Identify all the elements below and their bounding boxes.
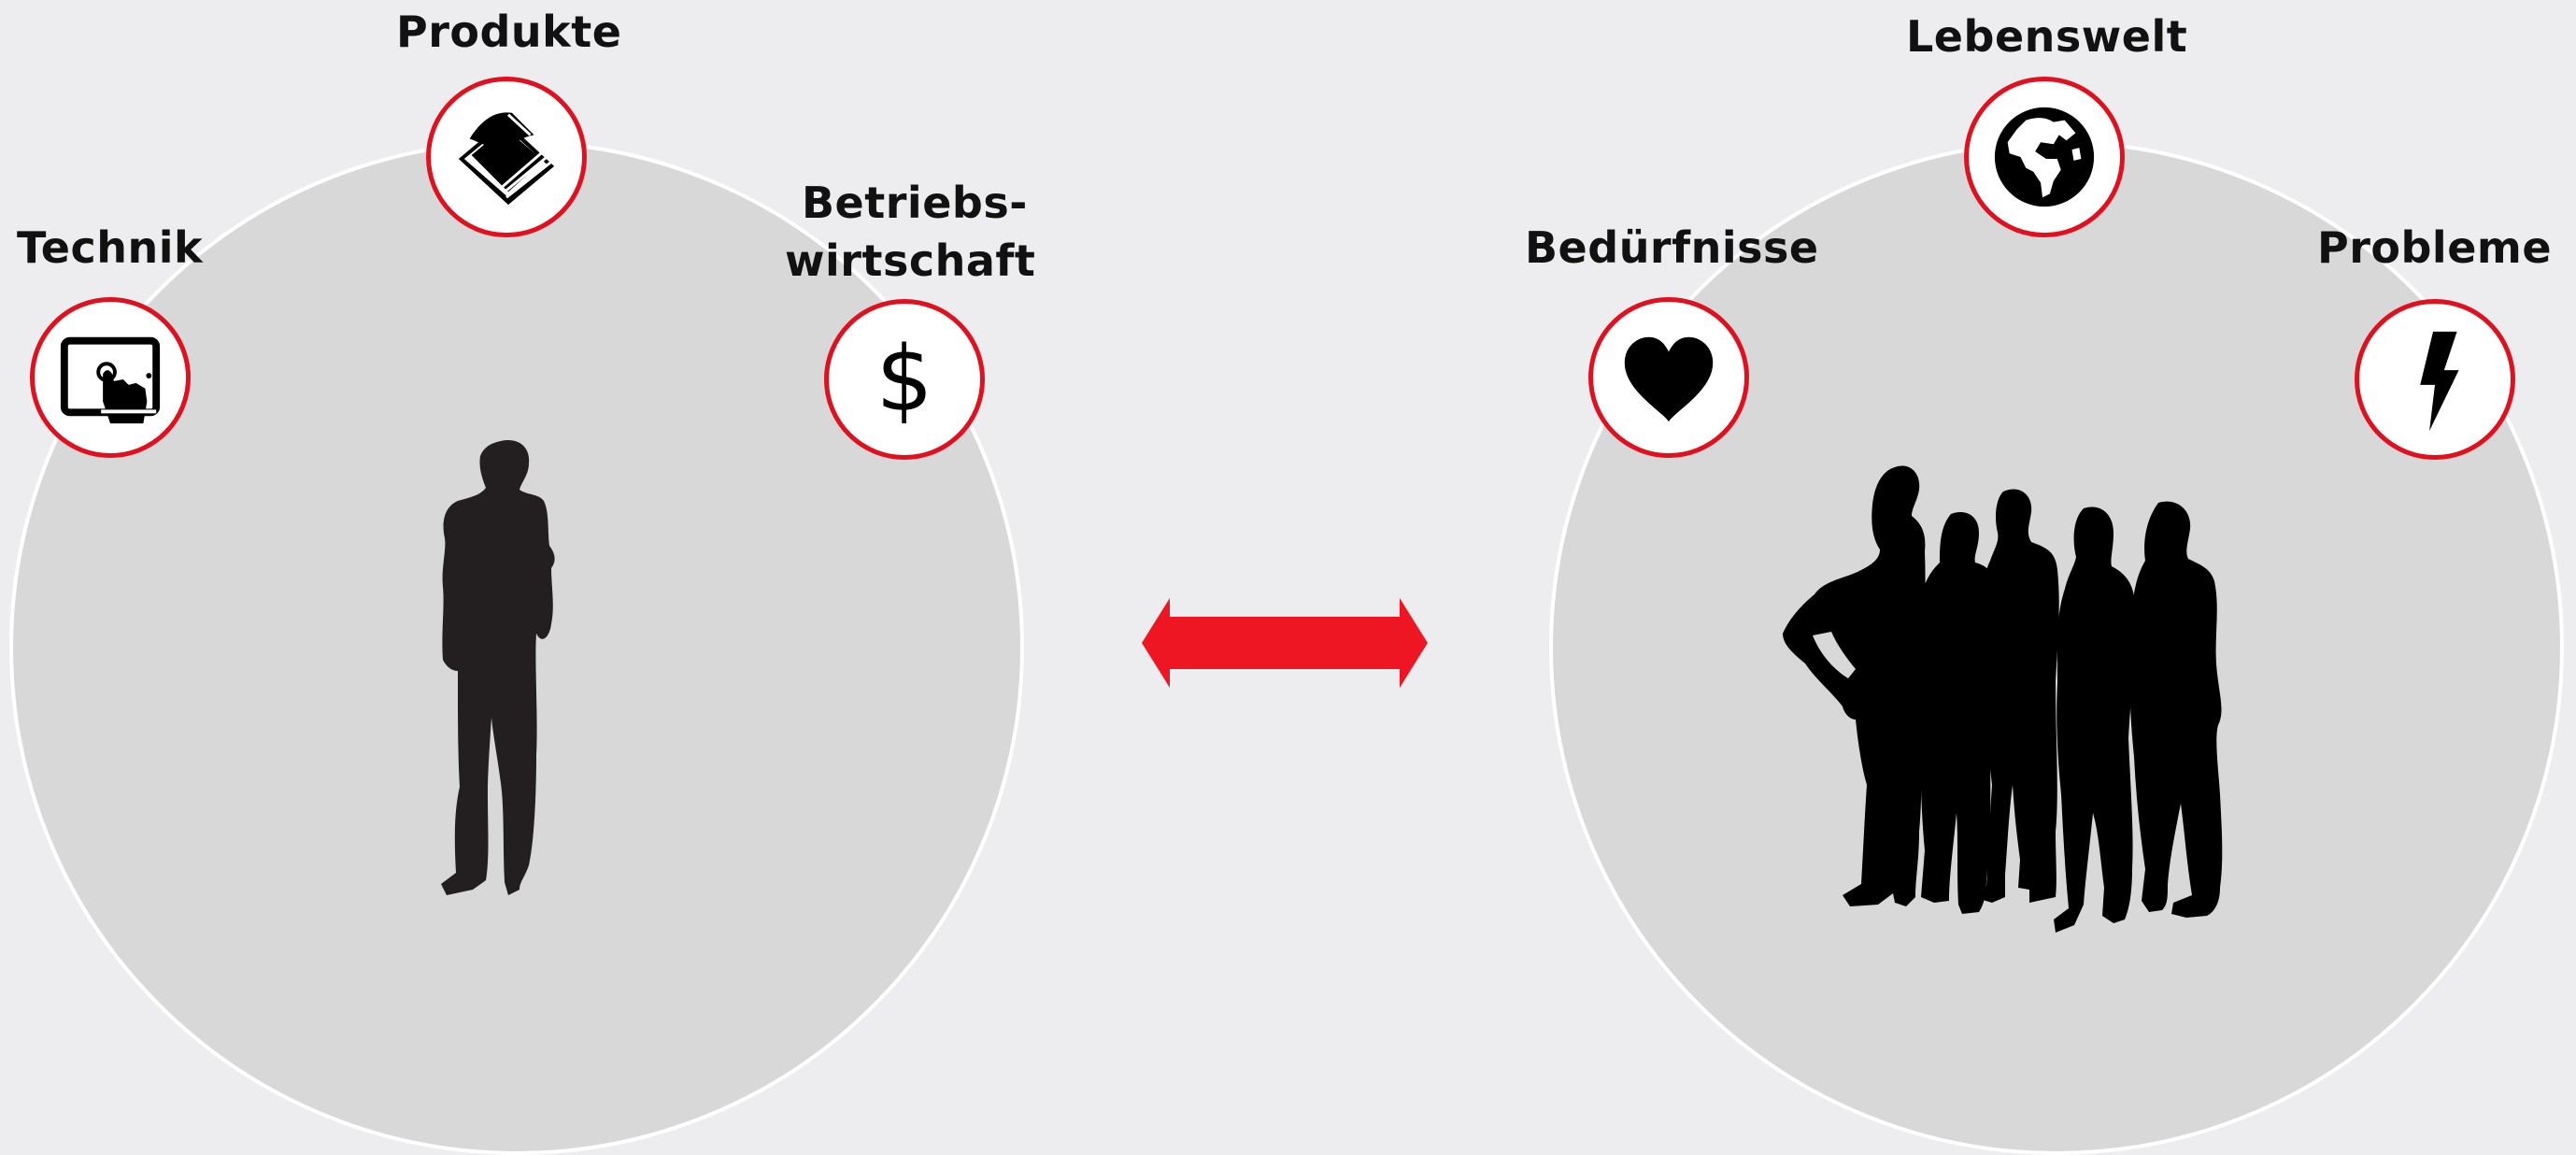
single-person-silhouette — [426, 437, 585, 905]
tablet-touch-icon — [55, 322, 165, 433]
lightning-icon — [2380, 324, 2490, 435]
label-probleme: Probleme — [2317, 221, 2552, 275]
heart-icon — [1614, 322, 1724, 433]
label-lebenswelt: Lebenswelt — [1906, 9, 2187, 64]
label-technik: Technik — [17, 221, 203, 275]
dollar-badge: $ — [824, 299, 985, 460]
book-badge — [426, 77, 587, 237]
lightning-badge — [2355, 299, 2515, 460]
tablet-badge — [30, 297, 191, 458]
label-betriebswirtschaft-line1: Betriebs- — [802, 176, 1028, 230]
dollar-icon: $ — [875, 335, 932, 424]
double-arrow-connector — [1142, 598, 1428, 688]
group-silhouette — [1775, 458, 2289, 934]
heart-badge — [1588, 297, 1749, 458]
label-betriebswirtschaft-line2: wirtschaft — [785, 234, 1035, 288]
globe-icon — [1989, 102, 2099, 212]
globe-badge — [1964, 77, 2125, 237]
book-icon — [451, 102, 562, 212]
label-produkte: Produkte — [396, 5, 621, 59]
label-beduerfnisse: Bedürfnisse — [1525, 221, 1819, 275]
